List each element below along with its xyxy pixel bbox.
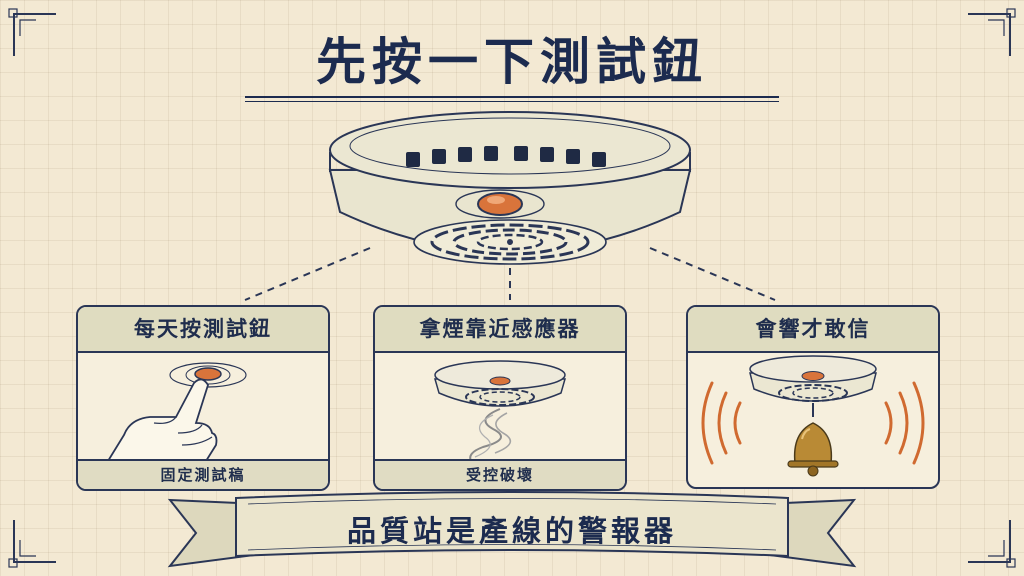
dashed-connectors bbox=[244, 247, 776, 301]
panel-daily-test: 每天按測試鈕 固定測試稿 bbox=[76, 305, 330, 491]
page-title: 先按一下測試鈕 bbox=[316, 32, 708, 91]
corner-ornament-top-left bbox=[8, 8, 56, 56]
panel-footer: 受控破壞 bbox=[375, 459, 625, 489]
smoke-detector-icon bbox=[328, 111, 692, 265]
panel-heading: 拿煙靠近感應器 bbox=[375, 307, 625, 353]
detector-with-smoke-icon bbox=[434, 360, 566, 461]
panel-alarm-sounds: 會響才敢信 bbox=[686, 305, 940, 489]
finger-pressing-button-icon bbox=[106, 362, 247, 461]
title-underline-thin bbox=[245, 101, 779, 102]
panel-smoke-test: 拿煙靠近感應器 受控破壞 bbox=[373, 305, 627, 491]
corner-ornament-top-right bbox=[968, 8, 1016, 56]
corner-ornament-bottom-right bbox=[968, 520, 1016, 568]
panel-footer: 固定測試稿 bbox=[78, 459, 328, 489]
banner-slogan: 品質站是產線的警報器 bbox=[346, 514, 677, 548]
bell-icon bbox=[787, 422, 839, 477]
sound-waves-icon bbox=[701, 381, 925, 465]
vent-slots bbox=[406, 146, 606, 167]
panel-heading: 會響才敢信 bbox=[688, 307, 938, 353]
corner-ornament-bottom-left bbox=[8, 520, 56, 568]
title-underline bbox=[245, 96, 779, 98]
panel-heading: 每天按測試鈕 bbox=[78, 307, 328, 353]
ringing-alarm-icon bbox=[701, 355, 925, 477]
